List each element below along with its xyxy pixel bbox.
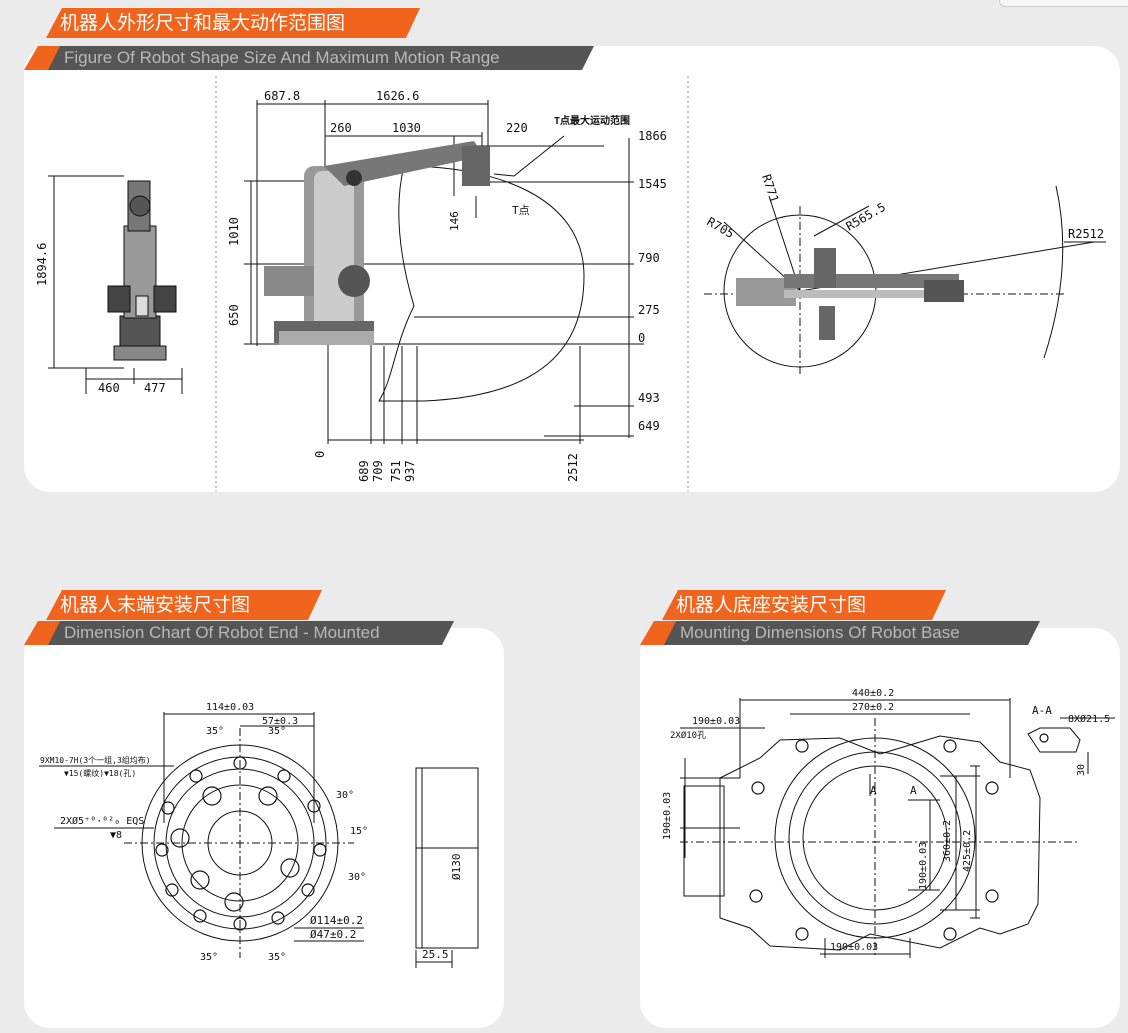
base-h3: 425±0.2 (962, 830, 973, 872)
side-bottom-2: 709 (371, 460, 385, 482)
end-thread1: 9XM10-7H(3个一组,3组均布) (40, 755, 151, 765)
base-w3: 190±0.03 (692, 716, 740, 727)
end-angle-35-br: 35° (268, 952, 286, 963)
end-thread2: ▼15(螺纹)▼18(孔) (64, 768, 136, 778)
side-bottom-4: 937 (403, 460, 417, 482)
side-arm-b: 1030 (392, 121, 421, 135)
side-bottom-3: 751 (389, 460, 403, 482)
base-mark-a1: A (870, 784, 877, 797)
end-dia3: Ø130 (450, 854, 463, 881)
end-angle-30-b: 30° (348, 872, 366, 883)
front-height-label: 1894.6 (35, 243, 49, 286)
side-left-a: 1010 (227, 217, 241, 246)
side-bottom-1: 689 (357, 460, 371, 482)
side-right-6: 649 (638, 419, 660, 433)
base-mount-title-cn: 机器人底座安装尺寸图 (662, 590, 946, 620)
side-right-5: 493 (638, 391, 660, 405)
end-d2: 57±0.3 (262, 716, 298, 727)
end-angle-35-tr: 35° (268, 726, 286, 737)
side-right-1: 1545 (638, 177, 667, 191)
top-r705: R705 (705, 214, 737, 241)
motion-range-title-en: Figure Of Robot Shape Size And Maximum M… (46, 46, 594, 70)
end-d1: 114±0.03 (206, 702, 254, 713)
base-section: A-A (1032, 704, 1052, 717)
top-r2512: R2512 (1068, 227, 1104, 241)
front-width-left-label: 460 (98, 381, 120, 395)
end-mount-drawing: 114±0.03 57±0.3 9XM10-7H(3个一组,3组均布) ▼15(… (39, 702, 479, 968)
base-h2: 360±0.2 (942, 820, 953, 862)
side-offset: 146 (448, 211, 461, 231)
top-r771: R771 (759, 173, 781, 205)
end-angle-35-bl: 35° (200, 952, 218, 963)
end-angle-15: 15° (350, 826, 368, 837)
base-hole: 8XØ21.5 (1068, 713, 1110, 725)
base-bottom: 190±0.03 (830, 942, 878, 953)
base-h1: 190±0.03 (662, 792, 673, 840)
base-mark-a2: A (910, 784, 917, 797)
side-right-0: 1866 (638, 129, 667, 143)
top-view-robot (736, 248, 964, 340)
side-right-2: 790 (638, 251, 660, 265)
end-thickness: 25.5 (422, 948, 449, 961)
window-corner-decoration (999, 0, 1128, 7)
base-mount-drawing: 440±0.2 270±0.2 190±0.03 2XØ10孔 190±0.03… (662, 688, 1115, 958)
front-view-robot (107, 180, 177, 361)
end-angle-35-tl: 35° (206, 726, 224, 737)
side-arm-c: 220 (506, 121, 528, 135)
end-flange-holes (155, 756, 327, 931)
end-pin-depth: ▼8 (110, 830, 122, 841)
base-w2: 270±0.2 (852, 702, 894, 713)
base-depth: 30 (1076, 764, 1087, 776)
end-pin: 2XØ5⁺⁰·⁰²₀ EQS (60, 815, 144, 827)
end-dia1: Ø114±0.2 (310, 914, 363, 927)
end-angle-30-t: 30° (336, 790, 354, 801)
base-h4: 190±0.03 (918, 842, 929, 890)
motion-range-title-cn: 机器人外形尺寸和最大动作范围图 (46, 8, 420, 38)
side-top-b: 1626.6 (376, 89, 419, 103)
side-arm-a: 260 (330, 121, 352, 135)
end-mount-title-cn: 机器人末端安装尺寸图 (46, 590, 322, 620)
front-width-right-label: 477 (144, 381, 166, 395)
side-bottom-5: 2512 (566, 453, 580, 482)
side-bottom-0: 0 (313, 451, 327, 458)
side-right-4: 0 (638, 331, 645, 345)
side-top-a: 687.8 (264, 89, 300, 103)
t-point-label: T点 (512, 204, 530, 217)
base-mount-title-en: Mounting Dimensions Of Robot Base (662, 621, 1040, 645)
motion-range-panel (24, 46, 1120, 492)
t-range-label: T点最大运动范围 (554, 114, 630, 127)
base-pin: 2XØ10孔 (670, 730, 706, 741)
top-r565: R565.5 (844, 200, 889, 234)
side-left-b: 650 (227, 304, 241, 326)
base-w1: 440±0.2 (852, 688, 894, 699)
motion-range-drawing: 1894.6 460 477 (35, 76, 1106, 492)
end-dia2: Ø47±0.2 (310, 928, 356, 941)
side-right-3: 275 (638, 303, 660, 317)
end-mount-title-en: Dimension Chart Of Robot End - Mounted (46, 621, 454, 645)
base-holes (749, 733, 1049, 941)
side-view-robot (264, 141, 490, 345)
